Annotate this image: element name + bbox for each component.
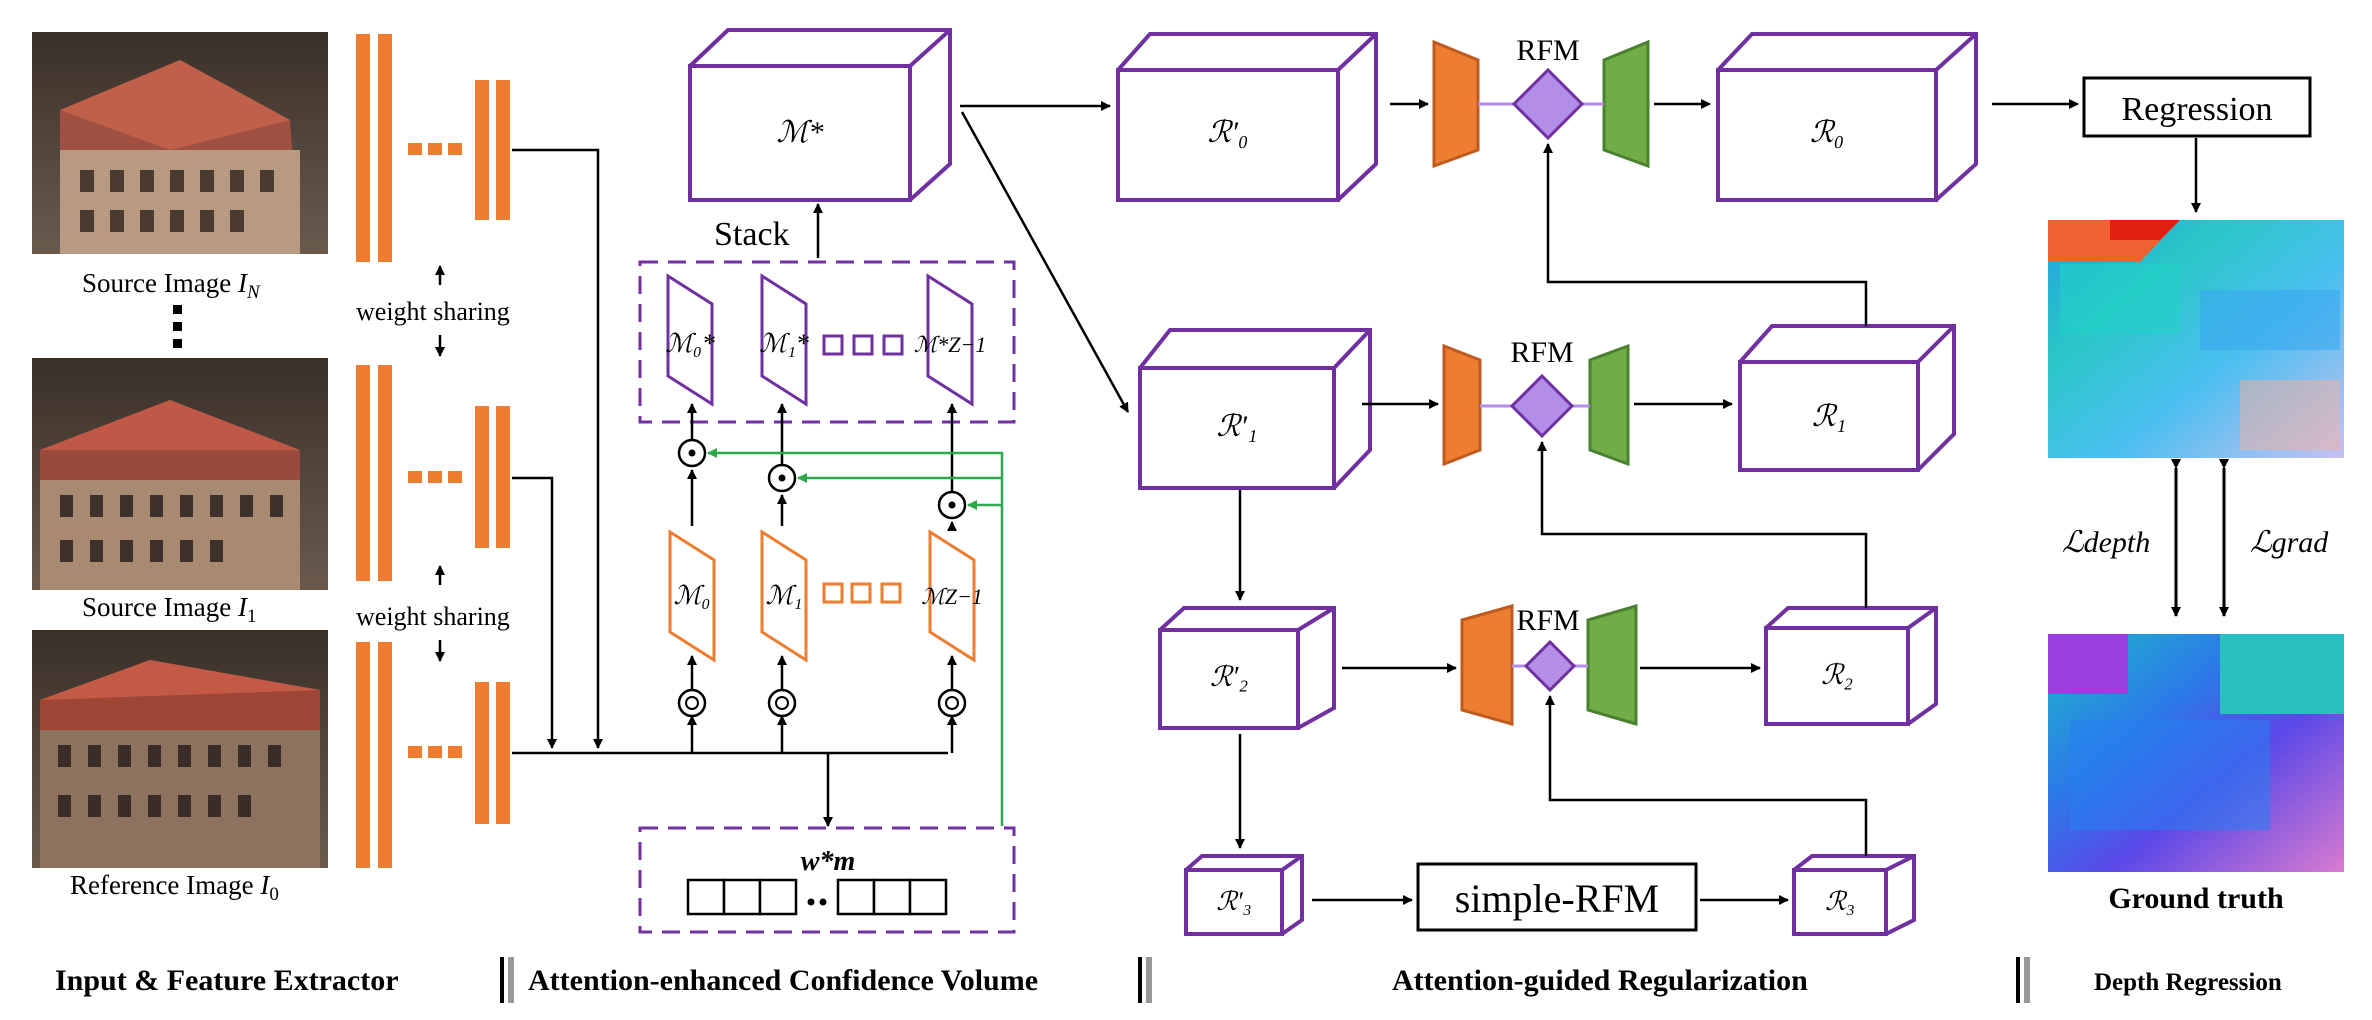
- l-depth-label: ℒdepth: [2062, 526, 2150, 559]
- r0-volume: [1716, 32, 1978, 202]
- ground-truth-depth-map: [2048, 634, 2344, 872]
- section-confidence: Attention-enhanced Confidence Volume: [528, 964, 1038, 997]
- m1-star-label: ℳ₁*: [759, 329, 809, 358]
- r1p-volume: [1138, 328, 1372, 490]
- attention-box: [638, 260, 1016, 424]
- m-star-volume: [688, 28, 952, 202]
- r2-volume: [1764, 606, 1938, 726]
- odot-ops: [677, 438, 967, 718]
- rfm-block-1: [1442, 343, 1630, 467]
- svg-text:Source Image IN: Source Image IN: [82, 268, 261, 303]
- stack-label: Stack: [714, 216, 790, 253]
- predicted-depth-map: [2048, 220, 2344, 458]
- reference-image: [32, 630, 328, 868]
- r2p-volume: [1158, 606, 1336, 730]
- section-depth: Depth Regression: [2094, 969, 2282, 996]
- weight-ellipsis: [807, 898, 827, 906]
- feature-connectors: [512, 148, 957, 827]
- r1-volume: [1738, 324, 1956, 472]
- section-regularization: Attention-guided Regularization: [1392, 964, 1808, 997]
- feature-extractor-n: [356, 34, 510, 262]
- ground-truth-label: Ground truth: [2108, 882, 2284, 915]
- r3-label: ℛ₃: [1825, 887, 1855, 916]
- r1-label: ℛ₁: [1812, 400, 1846, 433]
- source-n-sub: N: [246, 282, 261, 303]
- attention-weight-lines: [707, 448, 1004, 826]
- feature-extractor-0: [356, 642, 510, 868]
- weight-cells: [686, 878, 948, 916]
- m1-label: ℳ₁: [766, 581, 803, 610]
- r0p-volume: [1116, 32, 1378, 202]
- l-grad-label: ℒgrad: [2250, 526, 2329, 559]
- regression-label: Regression: [2121, 91, 2272, 128]
- rfm-label-1: RFM: [1510, 336, 1573, 369]
- m-star-label: ℳ*: [776, 116, 823, 149]
- rfm-block-0: [1432, 39, 1650, 169]
- separator-2: [1138, 957, 1152, 1003]
- r1p-label: ℛ′₁: [1217, 410, 1258, 443]
- odot-centers: [688, 449, 956, 509]
- loss-arrows: [2171, 459, 2229, 617]
- weight-sharing-2: weight sharing: [356, 565, 510, 662]
- source-image-n: [32, 32, 328, 254]
- r0p-label: ℛ′₀: [1208, 116, 1249, 149]
- simple-rfm-box: [1416, 862, 1698, 932]
- section-input: Input & Feature Extractor: [55, 964, 399, 997]
- rfm-label-0: RFM: [1516, 34, 1579, 67]
- feature-extractor-1: [356, 365, 510, 581]
- r0-label: ℛ₀: [1810, 116, 1844, 149]
- r3p-label: ℛ′₃: [1216, 887, 1251, 916]
- rfm-block-2: [1460, 604, 1638, 726]
- circle-ops-inner: [685, 696, 959, 710]
- weight-sharing-label-1: weight sharing: [356, 297, 510, 326]
- reference-var: I: [259, 870, 271, 900]
- volume-slices: [668, 529, 976, 663]
- source-1-var: I: [237, 592, 249, 622]
- source-n-label: Source Image: [82, 268, 231, 298]
- r2-label: ℛ₂: [1821, 660, 1853, 691]
- weight-sharing-label-2: weight sharing: [356, 602, 510, 631]
- svg-text:Reference Image I0: Reference Image I0: [70, 870, 279, 905]
- ellipsis-dots: [173, 305, 182, 348]
- m0-star-label: ℳ₀*: [665, 329, 715, 358]
- rfm-label-2: RFM: [1516, 604, 1579, 637]
- mz-star-label: ℳ*Z−1: [914, 332, 987, 357]
- r3-volume: [1792, 854, 1916, 936]
- weight-label: w*m: [801, 846, 855, 877]
- reference-sub: 0: [269, 884, 279, 905]
- source-n-var: I: [237, 268, 249, 298]
- weight-sharing-1: weight sharing: [356, 265, 510, 357]
- mz-label: ℳZ−1: [921, 584, 983, 609]
- reference-label: Reference Image: [70, 870, 254, 900]
- svg-text:Source Image I1: Source Image I1: [82, 592, 256, 627]
- r3p-volume: [1184, 854, 1304, 936]
- r2p-label: ℛ′₂: [1210, 662, 1248, 693]
- m0-label: ℳ₀: [674, 581, 711, 610]
- source-image-1: [32, 358, 328, 590]
- weight-box: [638, 826, 1016, 934]
- regularization-arrows: [960, 99, 2079, 905]
- regression-box: [2082, 76, 2312, 138]
- simple-rfm-label: simple-RFM: [1455, 876, 1659, 921]
- source-1-sub: 1: [247, 606, 257, 627]
- separator-1: [500, 957, 514, 1003]
- volume-arrows: [687, 403, 957, 690]
- source-1-label: Source Image: [82, 592, 231, 622]
- m-star-slices: [666, 273, 974, 407]
- separator-3: [2016, 957, 2030, 1003]
